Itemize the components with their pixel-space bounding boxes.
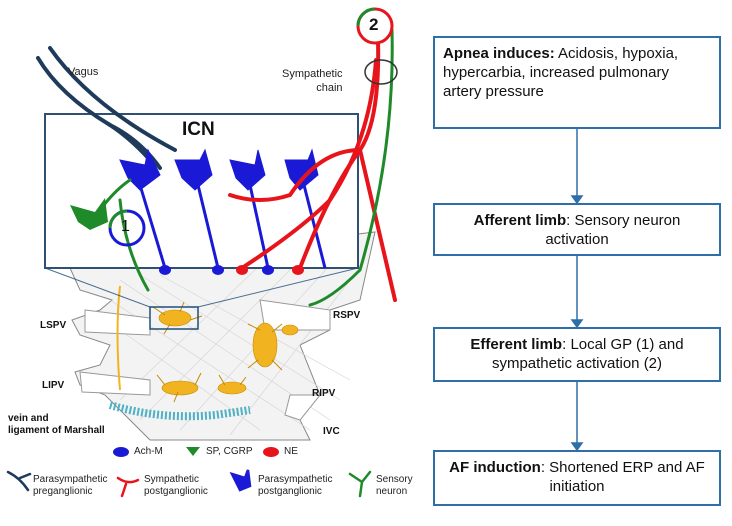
legend-symp-post: Sympathetic postganglionic [144, 474, 208, 497]
lipv-label: LIPV [42, 380, 65, 391]
symp-post-icon [116, 476, 140, 498]
flow-box-afferent-body: : Sensory neuron activation [545, 212, 681, 248]
flow-box-efferent-body: : Local GP (1) and sympathetic activatio… [491, 336, 684, 372]
legend-ne: NE [284, 446, 298, 457]
ripv-label: RIPV [312, 388, 336, 399]
sympathetic-chain-label: Sympathetic chain [282, 68, 343, 94]
sympathetic-chain-ganglion [364, 59, 398, 85]
vagus-nerve [36, 46, 177, 170]
flow-box-afferent-head: Afferent limb [473, 212, 567, 229]
sensory-icon [348, 470, 372, 498]
flow-box-afferent: Afferent limb: Sensory neuron activation [433, 203, 721, 256]
icn-title: ICN [182, 119, 215, 140]
ne-legend-dot [263, 447, 279, 457]
loop-2-number: 2 [369, 15, 379, 34]
legend-bottom-symbols [6, 469, 372, 498]
flow-box-apnea: Apnea induces: Acidosis, hypoxia, hyperc… [433, 36, 721, 129]
sympathetic-fibers [228, 38, 397, 302]
sp-cgrp-legend-triangle [186, 447, 200, 456]
legend-sp-cgrp: SP, CGRP [206, 446, 253, 457]
flow-box-apnea-body: Acidosis, hypoxia, hypercarbia, increase… [443, 45, 679, 100]
ivc-label: IVC [323, 426, 340, 437]
flow-box-af: AF induction: Shortened ERP and AF initi… [433, 450, 721, 506]
loop-1-number: 1 [121, 218, 130, 235]
ach-m-legend-dot [113, 447, 129, 457]
sensory-soma [70, 198, 108, 230]
legend-para-pre: Parasympathetic preganglionic [33, 474, 108, 497]
flow-box-af-body: : Shortened ERP and AF initiation [540, 459, 705, 495]
legend-ach-m: Ach-M [134, 446, 163, 457]
para-post-icon [229, 469, 252, 492]
legend-para-post: Parasympathetic postganglionic [258, 474, 333, 497]
zoom-lines [44, 267, 359, 308]
flow-box-efferent: Efferent limb: Local GP (1) and sympathe… [433, 327, 721, 382]
local-loop-1 [108, 209, 146, 247]
vein-marshall-label: vein and ligament of Marshall [8, 413, 105, 436]
ach-terminals [159, 265, 274, 275]
ganglionated-plexi [152, 301, 299, 403]
ganglion-highlight-box [149, 306, 199, 330]
rspv-label: RSPV [333, 310, 361, 321]
flow-box-efferent-head: Efferent limb [470, 336, 563, 353]
lspv-label: LSPV [40, 320, 67, 331]
legend-top-symbols [113, 447, 279, 457]
vagus-label: Vagus [68, 66, 99, 78]
sympathetic-loop-2 [356, 7, 394, 45]
legend-sensory: Sensory neuron [376, 474, 413, 497]
flow-box-apnea-head: Apnea induces: [443, 45, 555, 62]
flow-arrows [570, 129, 584, 452]
flow-box-af-head: AF induction [449, 459, 541, 476]
para-pre-icon [6, 470, 32, 492]
